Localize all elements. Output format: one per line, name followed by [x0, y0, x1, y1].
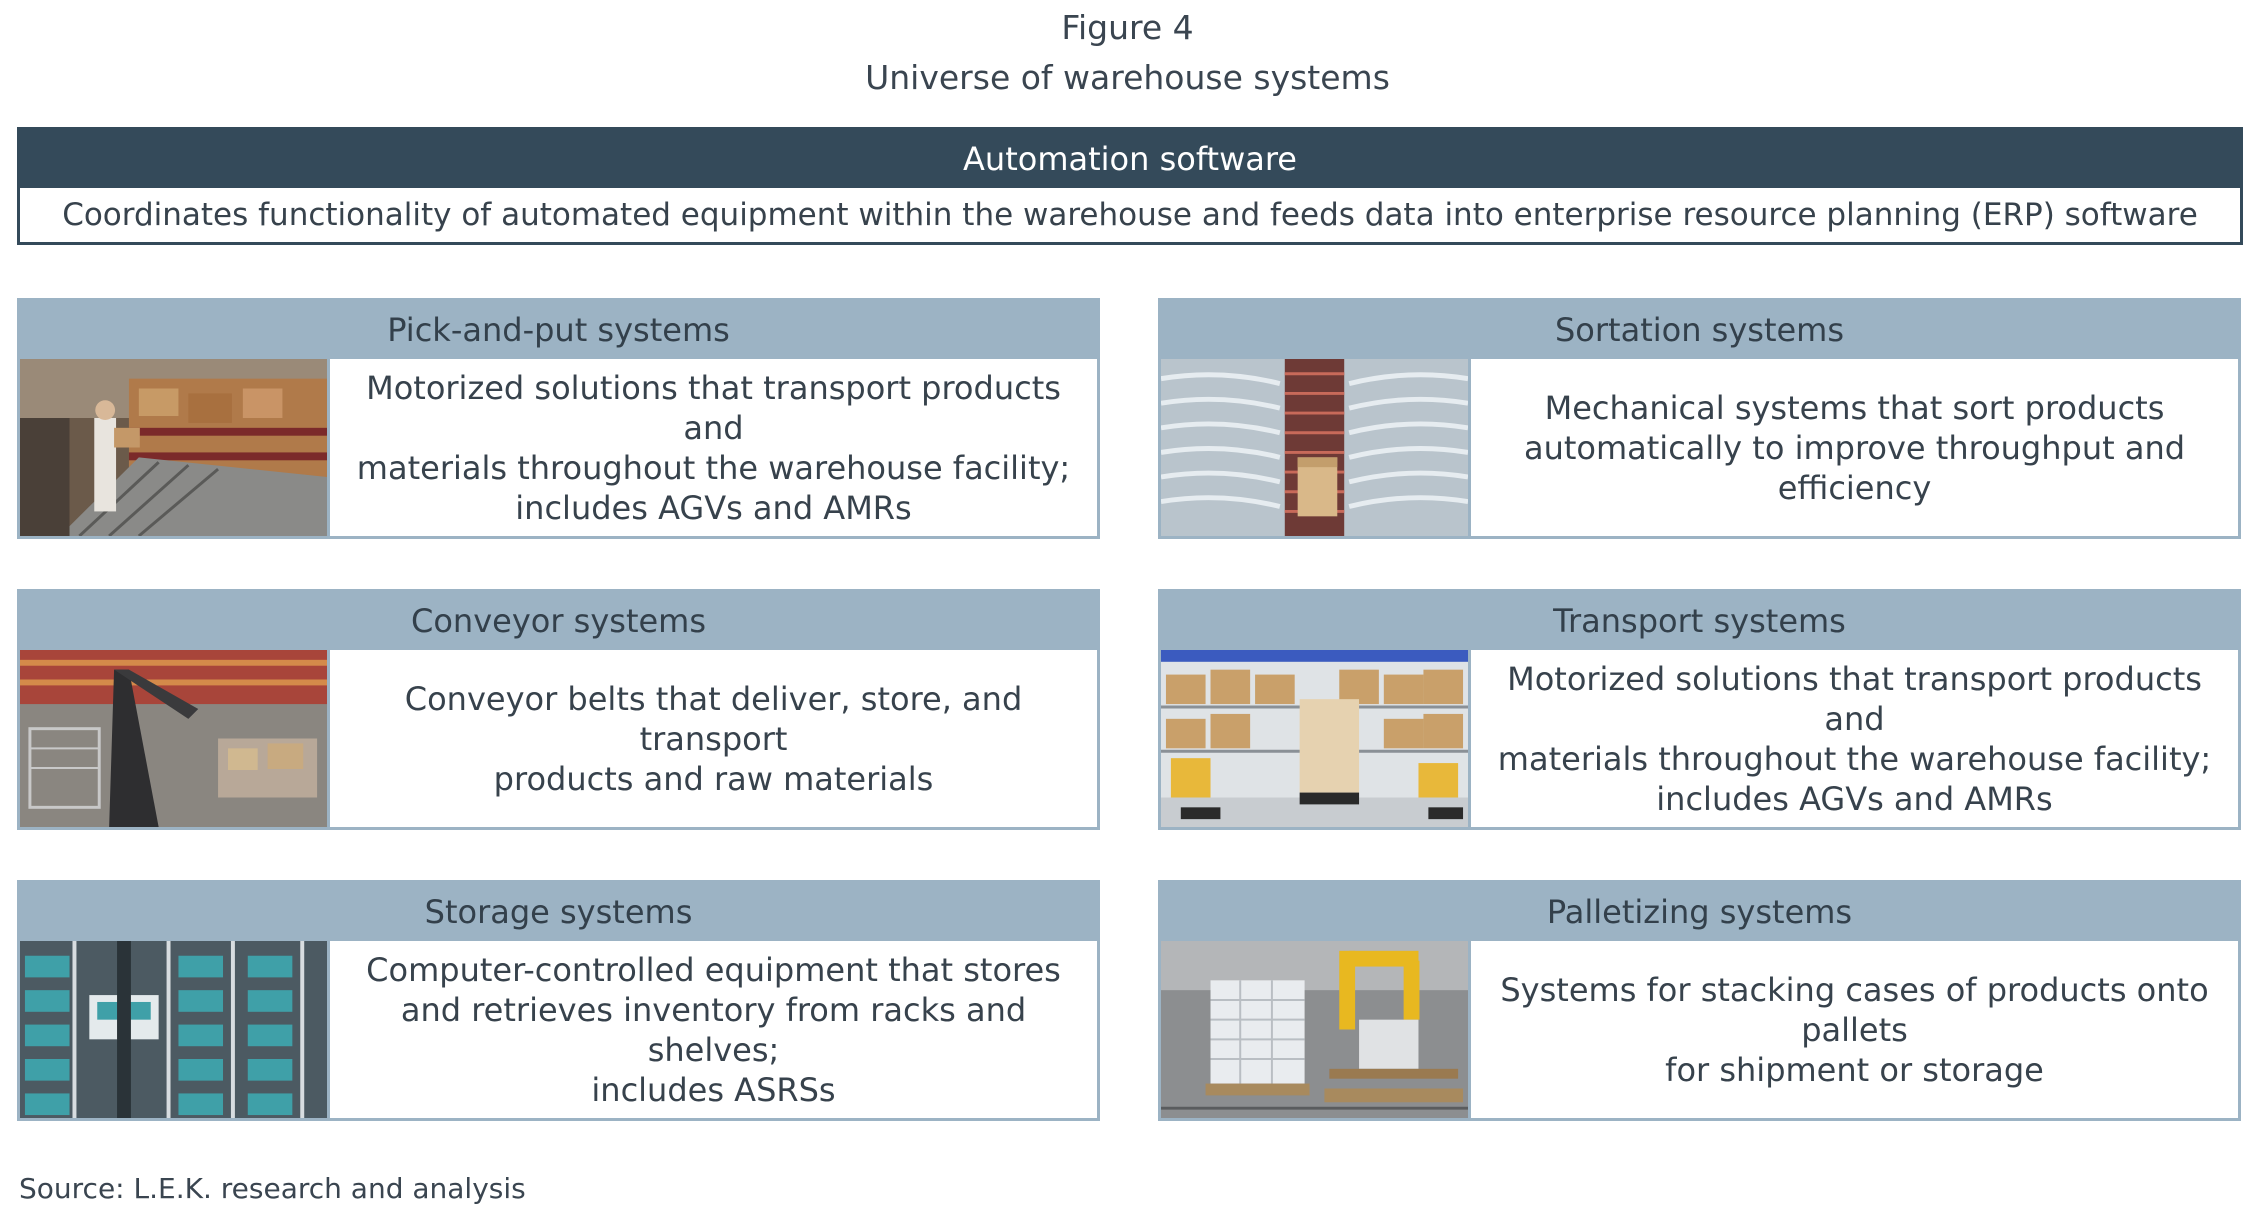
card-description: Computer-controlled equipment that store… — [366, 950, 1061, 1109]
card-title: Transport systems — [1161, 592, 2238, 650]
warehouse-worker-photo — [20, 359, 330, 536]
mobile-robots-photo — [1161, 650, 1471, 827]
card-description: Mechanical systems that sort products au… — [1523, 388, 2186, 507]
automation-software-description: Coordinates functionality of automated e… — [62, 197, 2198, 233]
card-storage: Storage systems — [17, 880, 1100, 1121]
card-palletizing: Palletizing systems — [1158, 880, 2241, 1121]
card-title: Storage systems — [20, 883, 1097, 941]
card-description: Conveyor belts that deliver, store, and … — [404, 679, 1023, 798]
card-title: Conveyor systems — [20, 592, 1097, 650]
card-description: Systems for stacking cases of products o… — [1500, 970, 2209, 1089]
automation-software-box: Automation software Coordinates function… — [17, 127, 2243, 245]
card-description: Motorized solutions that transport produ… — [356, 368, 1071, 527]
card-pick-and-put: Pick-and-put systems Moto — [17, 298, 1100, 539]
card-title: Palletizing systems — [1161, 883, 2238, 941]
palletizing-robot-photo — [1161, 941, 1471, 1118]
storage-racks-photo — [20, 941, 330, 1118]
automation-software-title: Automation software — [20, 130, 2240, 188]
card-transport: Transport systems — [1158, 589, 2241, 830]
roller-sorter-photo — [1161, 359, 1471, 536]
figure-number: Figure 4 — [1061, 8, 1194, 47]
card-title: Pick-and-put systems — [20, 301, 1097, 359]
card-title: Sortation systems — [1161, 301, 2238, 359]
conveyor-belt-photo — [20, 650, 330, 827]
figure-title: Universe of warehouse systems — [865, 58, 1390, 97]
card-sortation: Sortation systems — [1158, 298, 2241, 539]
source-note: Source: L.E.K. research and analysis — [19, 1172, 526, 1205]
card-description: Motorized solutions that transport produ… — [1497, 659, 2212, 818]
card-conveyor: Conveyor systems Conveyor belts that del… — [17, 589, 1100, 830]
